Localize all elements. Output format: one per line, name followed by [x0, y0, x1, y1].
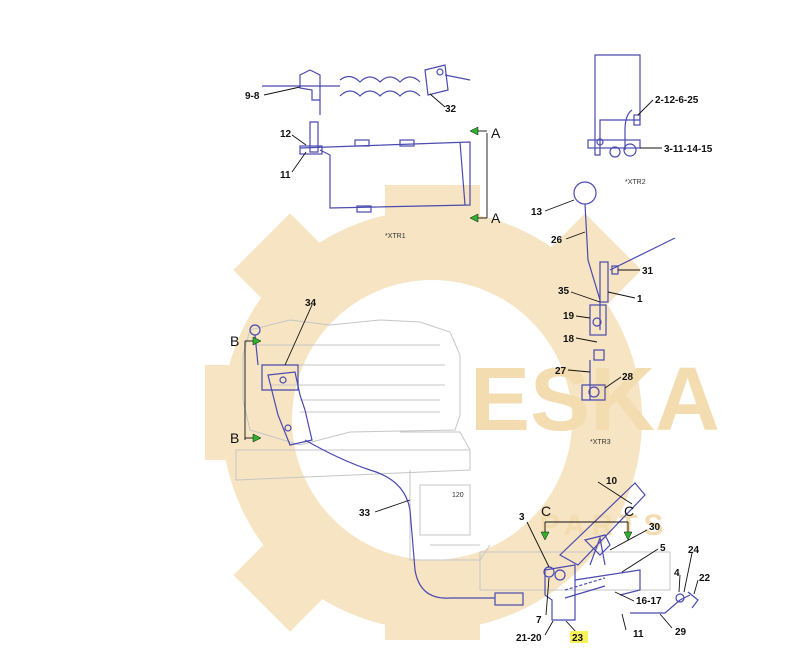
note-xtr1: *XTR1: [385, 233, 406, 240]
callout-12-top: 12: [280, 129, 292, 140]
reference-notes: *XTR1 *XTR2 *XTR3 120: [385, 179, 646, 499]
section-b-top: B: [230, 333, 239, 349]
lever-assembly: [573, 181, 676, 401]
callout-labels: 9-8 32 12 11 2-12-6-25 3-11-14-15 13 26 …: [245, 91, 713, 644]
callout-9-8: 9-8: [245, 91, 260, 102]
note-seat-mark: 120: [452, 492, 464, 499]
section-c-left: C: [541, 503, 551, 519]
callout-18: 18: [563, 334, 575, 345]
tray-assembly: [299, 121, 471, 213]
callout-24: 24: [688, 545, 700, 556]
leader-lines: [263, 86, 699, 636]
callout-11-top: 11: [280, 170, 291, 181]
callout-35: 35: [558, 286, 570, 297]
callout-27: 27: [555, 366, 567, 377]
callout-1: 1: [637, 294, 643, 305]
callout-23: 23: [572, 633, 584, 644]
callout-34: 34: [305, 298, 317, 309]
callout-7: 7: [536, 615, 542, 626]
section-a-bottom: A: [491, 210, 501, 226]
callout-11-bottom: 11: [633, 629, 644, 640]
callout-21-20: 21-20: [516, 633, 542, 644]
callout-4: 4: [674, 568, 680, 579]
pedal-assembly: [543, 482, 699, 621]
callout-3: 3: [519, 512, 525, 523]
callout-33: 33: [359, 508, 371, 519]
callout-23-highlight: [570, 631, 588, 643]
section-a-top: A: [491, 125, 501, 141]
section-c-right: C: [624, 503, 634, 519]
callout-10: 10: [606, 476, 618, 487]
callout-32: 32: [445, 104, 457, 115]
spring-assembly: [262, 64, 471, 115]
callout-16-17: 16-17: [636, 596, 662, 607]
section-markers: A A B B C C: [230, 125, 634, 541]
callout-22: 22: [699, 573, 711, 584]
bracket-assembly: [587, 54, 641, 158]
callout-26: 26: [551, 235, 563, 246]
section-b-bottom: B: [230, 430, 239, 446]
callout-2-12-6-25: 2-12-6-25: [655, 95, 699, 106]
callout-28: 28: [622, 372, 634, 383]
control-lever-assembly: [249, 324, 524, 606]
callout-31: 31: [642, 266, 654, 277]
callout-3-11-14-15: 3-11-14-15: [664, 144, 713, 155]
callout-19: 19: [563, 311, 575, 322]
callout-30: 30: [649, 522, 661, 533]
callout-13: 13: [531, 207, 543, 218]
note-xtr3: *XTR3: [590, 439, 611, 446]
callout-29: 29: [675, 627, 687, 638]
note-xtr2: *XTR2: [625, 179, 646, 186]
callout-5: 5: [660, 543, 666, 554]
